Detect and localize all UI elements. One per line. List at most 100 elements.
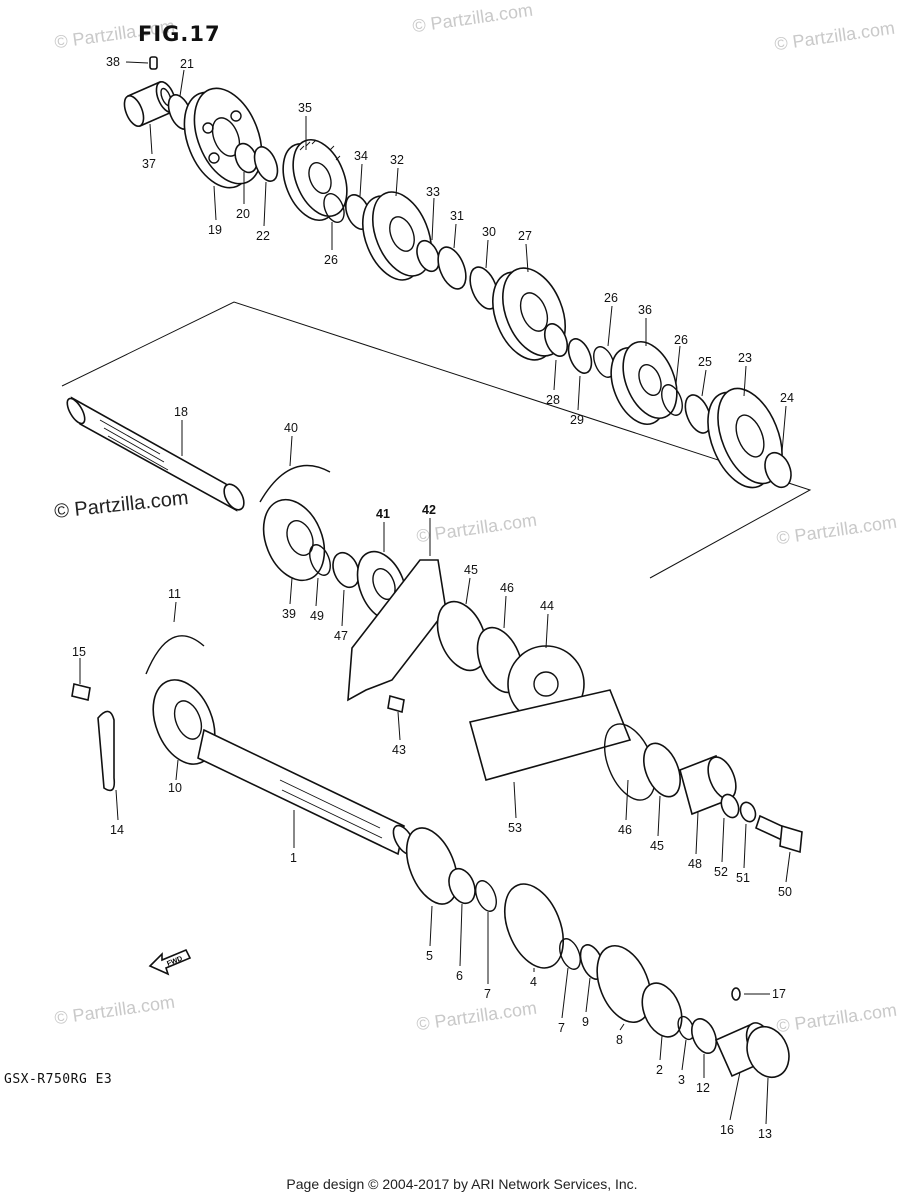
callout-11: 11: [168, 587, 181, 601]
callout-26: 26: [674, 333, 688, 347]
part-33-bushing: [416, 239, 440, 273]
callout-31: 31: [450, 209, 464, 223]
callout-52: 52: [714, 865, 728, 879]
callout-13: 13: [758, 1127, 772, 1141]
callout-45: 45: [650, 839, 664, 853]
part-47-bushing: [332, 551, 360, 589]
part-53-chain: [469, 689, 632, 781]
callout-20: 20: [236, 207, 250, 221]
callout-30: 30: [482, 225, 496, 239]
part-2-gear: [641, 982, 683, 1038]
part-26-circlip: [593, 346, 615, 378]
callout-34: 34: [354, 149, 368, 163]
callout-25: 25: [698, 355, 712, 369]
part-1-main-shaft: [197, 728, 416, 856]
callout-19: 19: [208, 223, 222, 237]
part-22-washer: [253, 146, 279, 182]
part-25-washer: [684, 394, 712, 434]
part-39-bearing: [262, 498, 326, 582]
part-18-countershaft: [66, 396, 245, 512]
callout-28: 28: [546, 393, 560, 407]
callout-27: 27: [518, 229, 532, 243]
callout-44: 44: [540, 599, 554, 613]
page-footer: Page design © 2004-2017 by ARI Network S…: [286, 1176, 638, 1192]
callout-33: 33: [426, 185, 440, 199]
callout-12: 12: [696, 1081, 710, 1095]
part-49-ring: [309, 544, 331, 576]
callout-21: 21: [180, 57, 194, 71]
callout-23: 23: [738, 351, 752, 365]
callout-18: 18: [174, 405, 188, 419]
model-code: GSX-R750RG E3: [4, 1072, 113, 1087]
callout-7: 7: [484, 987, 491, 1001]
group-boundary: [61, 301, 812, 579]
callout-43: 43: [392, 743, 406, 757]
callout-53: 53: [508, 821, 522, 835]
callout-3: 3: [678, 1073, 685, 1087]
figure-title: FIG.17: [138, 22, 221, 46]
part-7-circlip: [475, 880, 497, 912]
part-5-gear: [405, 827, 459, 905]
part-36-gear: [610, 341, 678, 425]
part-26-circlip: [323, 192, 345, 224]
part-28-bushing: [543, 322, 569, 358]
callout-14: 14: [110, 823, 124, 837]
callout-2: 2: [656, 1063, 663, 1077]
callout-26: 26: [604, 291, 618, 305]
part-24-bushing: [764, 451, 792, 489]
callout-9: 9: [582, 1015, 589, 1029]
part-10-bearing: [152, 679, 216, 765]
part-26-circlip: [661, 384, 683, 416]
part-17-pin: [731, 987, 741, 1001]
part-19-gear: [183, 87, 263, 189]
part-6-bushing: [448, 867, 476, 905]
callout-39: 39: [282, 607, 296, 621]
callout-24: 24: [780, 391, 794, 405]
callout-46: 46: [618, 823, 632, 837]
callout-35: 35: [298, 101, 312, 115]
part-12-washer: [690, 1018, 718, 1054]
callout-51: 51: [736, 871, 750, 885]
part-4-gear: [503, 883, 565, 969]
part-8-gear: [596, 945, 652, 1023]
callout-4: 4: [530, 975, 537, 989]
callout-22: 22: [256, 229, 270, 243]
callout-47: 47: [334, 629, 348, 643]
part-40-circlip: [259, 464, 331, 503]
part-32-gear: [361, 191, 433, 281]
callout-17: 17: [772, 987, 786, 1001]
callout-41: 41: [376, 507, 390, 521]
part-37-needle-bearing: [123, 80, 177, 128]
callout-32: 32: [390, 153, 404, 167]
callout-29: 29: [570, 413, 584, 427]
callout-5: 5: [426, 949, 433, 963]
part-45-washer: [436, 600, 488, 672]
part-13-cap: [746, 1025, 790, 1079]
callout-48: 48: [688, 857, 702, 871]
part-38-pin: [149, 56, 158, 70]
callout-15: 15: [72, 645, 86, 659]
callout-49: 49: [310, 609, 324, 623]
part-14-retainer: [97, 710, 116, 792]
exploded-parts-diagram: FWD: [61, 55, 812, 1141]
callout-16: 16: [720, 1123, 734, 1137]
part-51-washer: [739, 801, 757, 823]
callout-1: 1: [290, 851, 297, 865]
part-42-plate: [347, 559, 447, 702]
part-48-collar: [679, 754, 737, 816]
callout-26: 26: [324, 253, 338, 267]
part-27-gear: [492, 267, 566, 361]
callout-38: 38: [106, 55, 120, 69]
part-31-washer: [437, 246, 467, 290]
part-43-bolt: [387, 694, 405, 714]
callout-labels: 38 21 37 35 19 20 22 34 32 26 33 31 30 2…: [72, 55, 794, 1141]
callout-7: 7: [558, 1021, 565, 1035]
callout-37: 37: [142, 157, 156, 171]
part-30-washer: [469, 266, 499, 310]
part-11-circlip: [145, 635, 205, 675]
part-50-bolt: [755, 814, 803, 854]
leader-lines: [79, 61, 791, 1125]
forward-arrow-icon: [148, 948, 192, 976]
part-52-washer: [720, 793, 740, 819]
callout-45: 45: [464, 563, 478, 577]
